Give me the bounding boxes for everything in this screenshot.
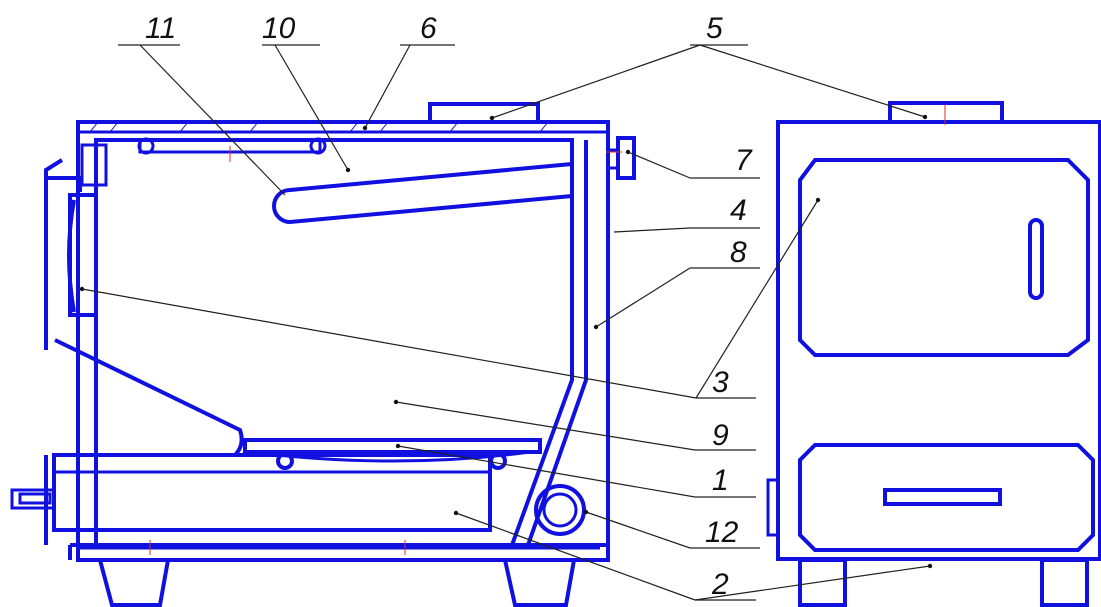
callout-4: 4 bbox=[730, 194, 747, 227]
ash-door bbox=[798, 443, 1095, 552]
side-section-view bbox=[10, 102, 636, 607]
loading-door-handle bbox=[1028, 218, 1044, 300]
callout-3: 3 bbox=[712, 366, 729, 399]
front-view bbox=[766, 101, 1101, 607]
front-door-left bbox=[44, 158, 64, 350]
callout-1: 1 bbox=[712, 464, 729, 497]
inner-jacket bbox=[94, 138, 574, 547]
front-leg-right bbox=[1040, 558, 1089, 607]
leg-left bbox=[98, 559, 170, 607]
callouts: 11 10 6 5 7 4 8 bbox=[79, 12, 933, 601]
callout-2: 2 bbox=[711, 568, 729, 601]
front-casing bbox=[776, 120, 1101, 561]
front-leg-left bbox=[798, 558, 847, 607]
side-connector bbox=[616, 136, 636, 180]
reference-marks bbox=[149, 146, 622, 555]
callout-5: 5 bbox=[706, 12, 723, 45]
insulation-hatching bbox=[89, 121, 549, 133]
loading-door bbox=[798, 158, 1090, 357]
grate bbox=[243, 438, 542, 454]
leg-right bbox=[503, 559, 576, 607]
ash-door-handle bbox=[883, 488, 1002, 506]
ash-drawer-side bbox=[44, 453, 492, 545]
flue-outlet-side bbox=[428, 102, 540, 124]
callout-11: 11 bbox=[145, 12, 176, 45]
flue-outlet-front bbox=[888, 101, 1004, 124]
cleaning-port bbox=[534, 484, 586, 536]
base-rail bbox=[68, 543, 608, 560]
combustion-chamber-slope bbox=[54, 338, 244, 457]
callout-8: 8 bbox=[730, 236, 747, 269]
heat-exchanger-tube bbox=[272, 162, 573, 225]
callout-9: 9 bbox=[712, 419, 729, 452]
callout-12: 12 bbox=[705, 516, 739, 549]
callout-10: 10 bbox=[262, 12, 296, 45]
callout-6: 6 bbox=[420, 12, 437, 45]
ash-drawer-handle-side bbox=[10, 488, 56, 510]
callout-7: 7 bbox=[735, 144, 753, 177]
